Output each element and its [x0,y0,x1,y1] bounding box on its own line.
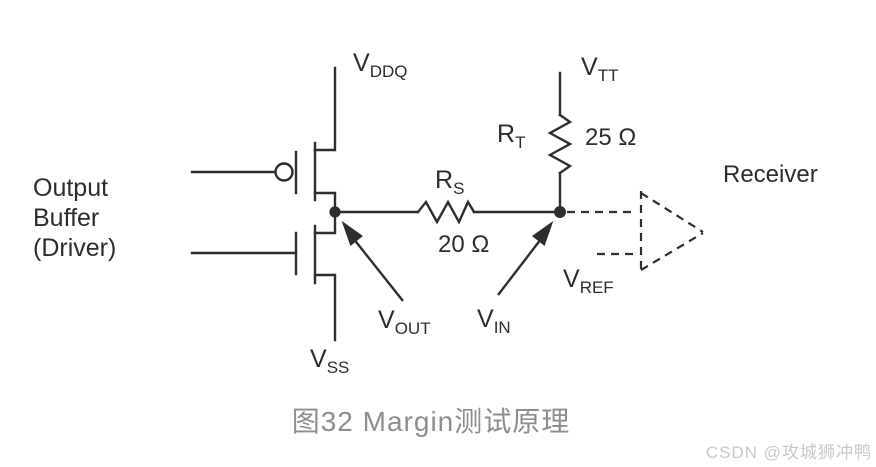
vddq-sub: DDQ [369,62,408,81]
vout-arrowhead [341,220,363,246]
rs-sub: S [453,179,465,198]
output-buffer-line-2: Buffer [33,204,100,232]
vref-label: VREF [563,265,614,297]
rt-label: RT [497,120,526,152]
receiver-label: Receiver [723,161,818,188]
output-buffer-line-3: (Driver) [33,234,117,262]
receiver-triangle-bottom-edge [640,232,704,271]
vtt-label: VTT [581,53,619,85]
vin-base: V [477,305,494,333]
rs-label: RS [435,166,465,198]
vout-arrow-line [352,237,404,302]
vout-label: VOUT [378,306,431,338]
vss-sub: SS [326,358,350,377]
rs-value-label: 20 Ω [438,231,490,258]
vss-base: V [310,345,327,373]
rs-base: R [435,166,454,194]
pmos-inverter-bubble [274,162,294,182]
rt-base: R [497,120,516,148]
vin-node-dot [554,206,566,218]
output-buffer-label: Output Buffer (Driver) [33,173,116,263]
vin-label: VIN [477,305,511,337]
rt-sub: T [515,133,526,152]
rt-value-label: 25 Ω [585,124,637,151]
vout-base: V [378,306,395,334]
vout-node-dot [329,206,341,218]
vout-sub: OUT [394,319,431,338]
output-buffer-line-1: Output [33,174,109,202]
vddq-base: V [353,49,370,77]
vddq-wire [313,66,337,152]
rt-resistor-symbol [547,113,573,175]
vin-arrow-line [497,238,542,296]
vtt-sub: TT [597,66,619,85]
figure-caption: 图32 Margin测试原理 [291,406,571,437]
vref-base: V [563,265,580,293]
watermark-text: CSDN @攻城狮冲鸭 [705,443,872,462]
vref-sub: REF [579,278,614,297]
rs-resistor-symbol [416,199,476,225]
vss-wire [313,273,337,342]
vddq-label: VDDQ [353,49,408,81]
vin-sub: IN [493,318,511,337]
receiver-triangle-top-edge [640,192,704,233]
vss-label: VSS [310,345,350,377]
vtt-base: V [581,53,598,81]
vin-arrowhead [532,220,554,246]
